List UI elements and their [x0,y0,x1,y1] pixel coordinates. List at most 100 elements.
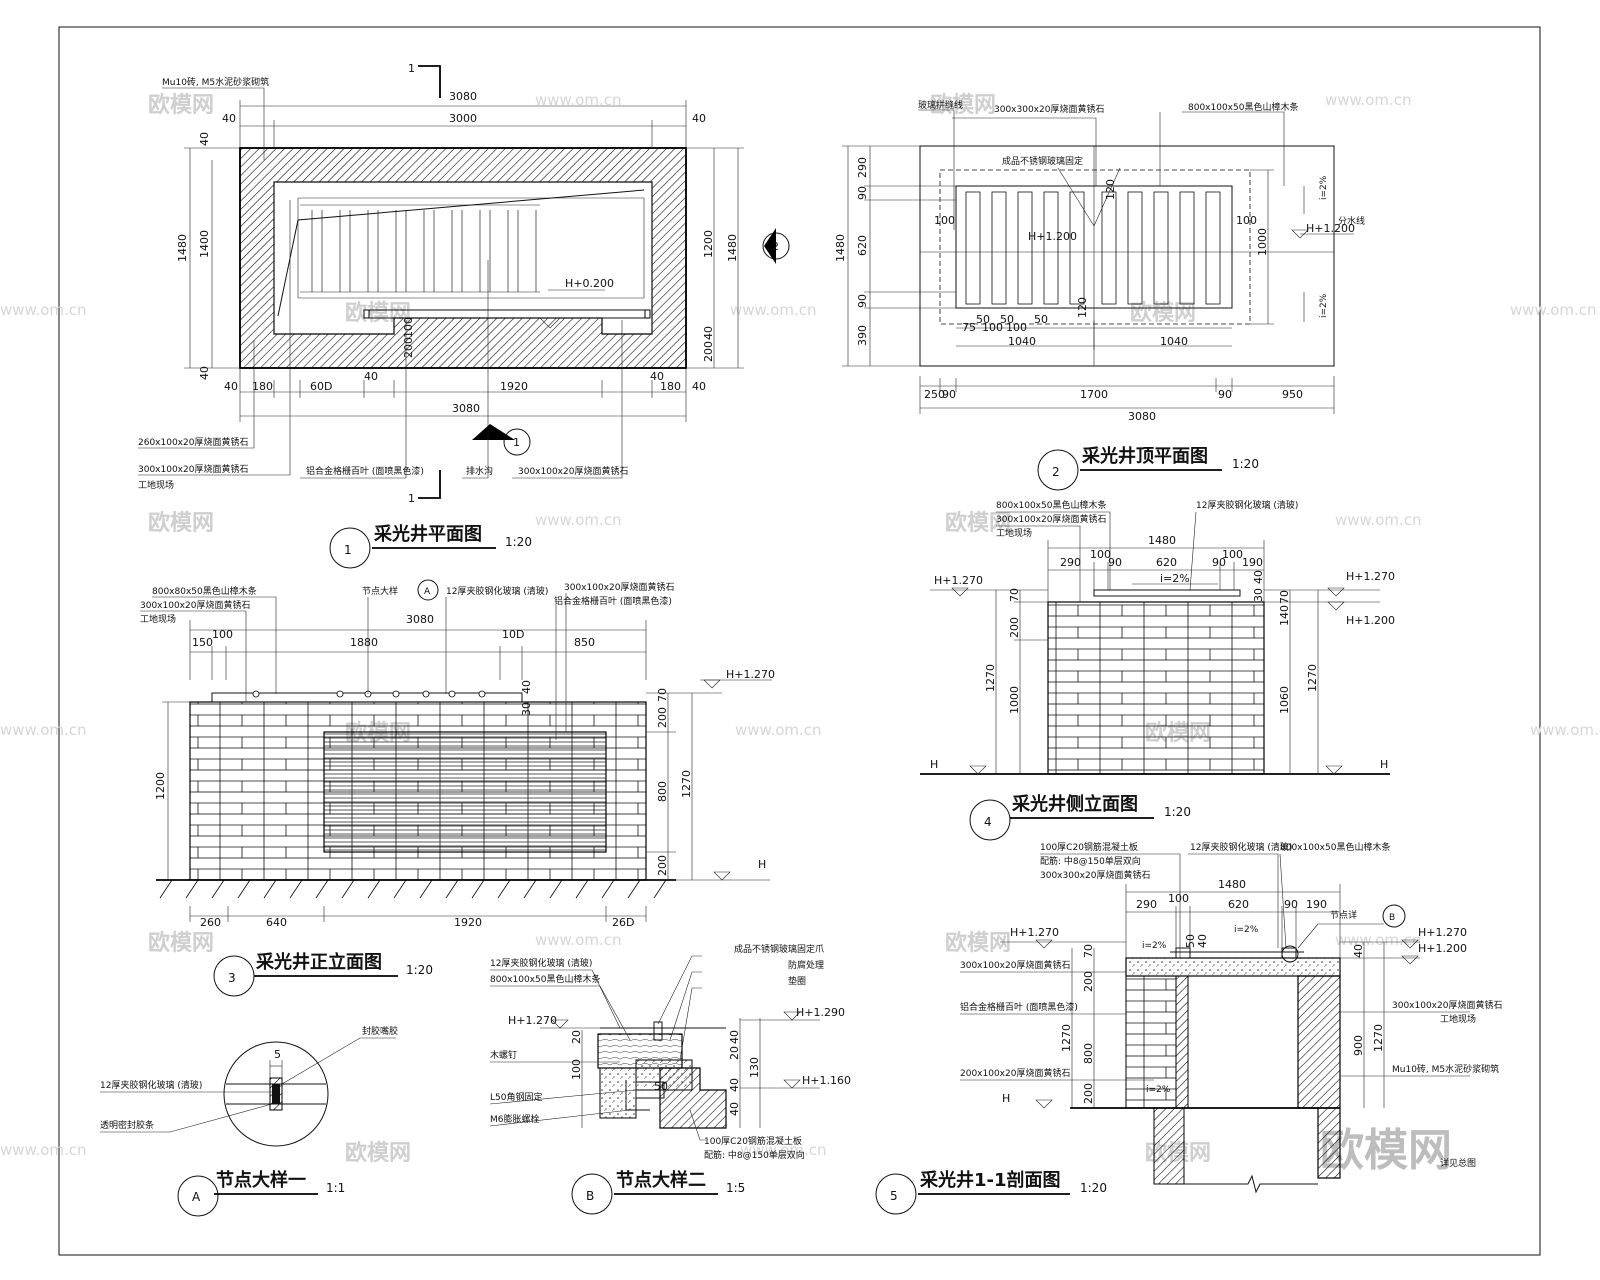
roof-b100b: 100 [1006,321,1027,334]
wm-url-6: www.om.cn [535,511,622,529]
roof-note-3: 800x100x50黑色山樟木条 [1188,101,1298,113]
roof-slope-1: i=2% [1319,175,1329,200]
plan-dim-40-bot: 40 [198,366,211,380]
plan-dim-40-top: 40 [198,132,211,146]
side-w1480: 1480 [1148,534,1176,547]
detB-note-7: L50角钢固定 [490,1091,542,1103]
plan-dim-3080-top: 3080 [449,90,477,103]
side-note-4: 12厚夹胶钢化玻璃 (清玻) [1196,499,1298,511]
sec-l800: 800 [1082,1043,1095,1064]
detB-note-4: 防腐处理 [788,959,824,971]
detB-d130: 130 [748,1057,761,1078]
sec-note-13: 详见总图 [1440,1157,1476,1169]
plan-dim-40-l: 40 [222,112,236,125]
roof-b1040b: 1040 [1160,335,1188,348]
roof-h100l: 100 [934,214,955,227]
sec-w190: 190 [1306,898,1327,911]
roof-b75: 75 [962,321,976,334]
detB-letter: B [586,1189,594,1203]
front-v200b: 200 [656,855,669,876]
detA-dim: 5 [274,1048,281,1061]
front-note-1: 800x80x50黑色山樟木条 [152,585,257,597]
roof-note-2: 300x300x20厚烧面黄锈石 [994,103,1104,115]
sec-level-l1: H+1.270 [1010,926,1059,939]
roof-b1040a: 1040 [1008,335,1036,348]
plan-b40-1: 40 [224,380,238,393]
sec-note-12: 节点详 [1330,909,1357,921]
plan-dim-100: 100 [402,317,415,338]
detB-level-2: H+1.290 [796,1006,845,1019]
sec-l200: 200 [1082,971,1095,992]
roof-b50c: 50 [1034,313,1048,326]
side-w90: 90 [1108,556,1122,569]
plan-dim-1200: 1200 [702,230,715,258]
roof-scale: 1:20 [1232,457,1259,471]
side-level-bl: H [930,758,938,771]
front-note-2: 300x100x20厚烧面黄锈石 [140,599,250,611]
detail-a-view: 5 封胶嘴胶 12厚夹胶钢化玻璃 (清玻) 透明密封胶条 A 节点大样一 1:1 [100,1025,398,1217]
plan-title: 采光井平面图 [373,523,482,545]
front-level-base: H [758,858,766,871]
side-w100: 100 [1090,548,1111,561]
front-v800: 800 [656,781,669,802]
plan-cut-top: 1 [408,62,415,75]
sec-note-3: 300x300x20厚烧面黄锈石 [1040,869,1150,881]
plan-note-3: 工地现场 [138,479,174,491]
plan-dim-1400: 1400 [198,230,211,258]
sec-slope-1: i=2% [1142,941,1167,951]
side-l70: 70 [1008,588,1021,602]
side-r30: 30 [1252,588,1265,602]
roof-note-4: 成品不锈钢玻璃固定 [1002,155,1083,167]
detB-note-2: 800x100x50黑色山樟木条 [490,973,600,985]
front-h40: 40 [520,680,533,694]
plan-dim-200: 200 [402,337,415,358]
plan-note-top: Mu10砖, M5水泥砂浆砌筑 [162,76,269,88]
plan-dim-3000: 3000 [449,112,477,125]
roof-note-1: 玻璃拼缝线 [918,99,963,111]
side-title: 采光井侧立面图 [1011,793,1138,815]
sec-number: 5 [890,1189,898,1203]
side-slope: i=2% [1160,572,1190,585]
front-scale: 1:20 [406,963,433,977]
wm-cn-2: 欧模网 [930,92,996,118]
side-w290: 290 [1060,556,1081,569]
wm-url-8: www.om.cn [0,721,87,739]
wm-cn-11: 欧模网 [345,1140,411,1166]
roof-number: 2 [1052,465,1060,479]
side-level-tl: H+1.270 [934,574,983,587]
plan-dim-1480-r: 1480 [726,234,739,262]
sec-level-r2: H+1.200 [1418,942,1467,955]
plan-note-4: 铝合金格栅百叶 (面喷黑色漆) [306,465,424,477]
roof-r90b: 90 [1218,388,1232,401]
side-elevation-view: 1480 290 100 90 620 90 100 190 i=2% H+1.… [920,499,1395,841]
section-view: 1480 290 100 620 90 190 i=2% i=2% i=2% 5… [875,841,1502,1215]
sheet-border [58,26,1541,1256]
roof-v90: 90 [856,186,869,200]
wm-url-14: www.om.cn [740,1141,827,1159]
roof-r90: 90 [942,388,956,401]
side-note-2: 300x100x20厚烧面黄锈石 [996,513,1106,525]
detB-level-3: H+1.160 [802,1074,851,1087]
front-w100b: 10D [502,628,524,641]
roof-plan-view: 成品不锈钢玻璃固定 1480 290 90 620 90 390 100 100… [834,99,1365,491]
sec-note-7: 铝合金格栅百叶 (面喷黑色漆) [960,1001,1078,1013]
front-w3080: 3080 [406,613,434,626]
sec-note-4: 12厚夹胶钢化玻璃 (清玻) [1190,841,1292,853]
plan-scale: 1:20 [505,535,532,549]
detB-d100: 100 [570,1059,583,1080]
plan-note-1: 260x100x20厚烧面黄锈石 [138,436,248,448]
roof-v1480: 1480 [834,234,847,262]
detB-level-1: H+1.270 [508,1014,557,1027]
side-r1270: 1270 [1306,664,1319,692]
front-w1880: 1880 [350,636,378,649]
sec-r900: 900 [1352,1035,1365,1056]
roof-b100a: 100 [982,321,1003,334]
front-note-7: 铝合金格栅百叶 (面喷黑色漆) [554,595,672,607]
detB-d40: 40 [728,1030,741,1044]
front-v200: 200 [656,707,669,728]
detB-d50: 50 [654,1080,668,1093]
sec-l200b: 200 [1082,1083,1095,1104]
roof-level-2: H+1.200 [1028,230,1077,243]
plan-dim-200-r: 200 [702,341,715,362]
